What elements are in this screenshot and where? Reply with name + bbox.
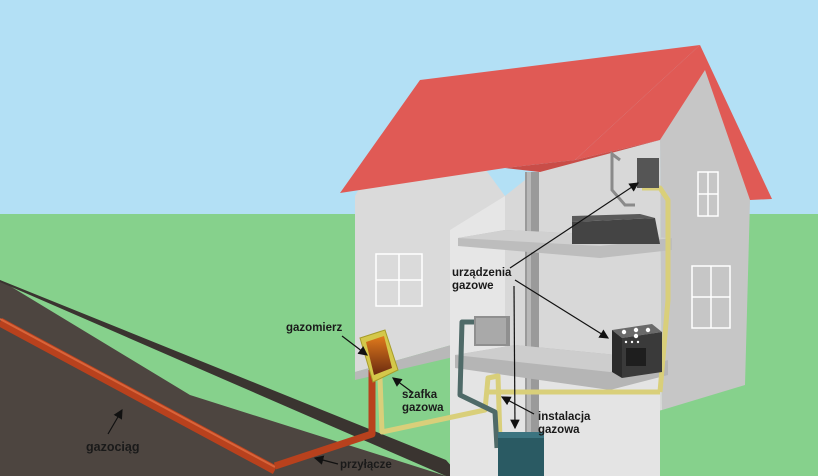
water-heater xyxy=(637,158,659,188)
flue-pipe-upper xyxy=(610,151,635,207)
label-service-connection: przyłącze xyxy=(340,459,392,471)
roof-main xyxy=(340,45,700,193)
label-gas-installation: instalacja gazowa xyxy=(538,411,594,436)
gas-pipeline-highlight xyxy=(0,318,276,468)
house-right-wall xyxy=(660,60,750,410)
pointer-service-connection xyxy=(313,455,339,465)
boiler xyxy=(498,436,544,476)
label-gas-meter: gazomierz xyxy=(286,322,342,334)
chimney-flue-highlight xyxy=(527,172,531,452)
roof-shadow xyxy=(505,140,660,172)
window-left xyxy=(375,253,423,307)
window-right-lower xyxy=(691,265,731,329)
window-right-upper xyxy=(697,171,719,217)
street-edge xyxy=(0,270,460,476)
upper-appliance-box xyxy=(572,218,660,244)
upper-appliance-top xyxy=(572,214,655,222)
left-appliance-front xyxy=(476,318,506,344)
label-gas-appliances: urządzenia gazowe xyxy=(452,267,515,292)
pointer-appliances-stove xyxy=(514,279,610,339)
roof-side xyxy=(575,45,772,200)
pointer-gas-installation xyxy=(500,396,535,415)
gas-meter xyxy=(366,336,392,375)
label-meter-cabinet: szafka gazowa xyxy=(402,389,444,414)
pointer-appliances-upper xyxy=(509,182,639,269)
pointer-meter-cabinet xyxy=(392,377,413,393)
label-gas-pipeline: gazociąg xyxy=(86,440,140,454)
pointer-gas-meter xyxy=(341,335,368,356)
gas-stove xyxy=(612,324,662,378)
boiler-top xyxy=(498,432,544,438)
pointer-gas-pipeline xyxy=(107,408,123,435)
flue-pipe-left xyxy=(457,319,500,449)
gas-pipeline xyxy=(0,318,278,474)
service-connection-pipe xyxy=(273,370,376,470)
